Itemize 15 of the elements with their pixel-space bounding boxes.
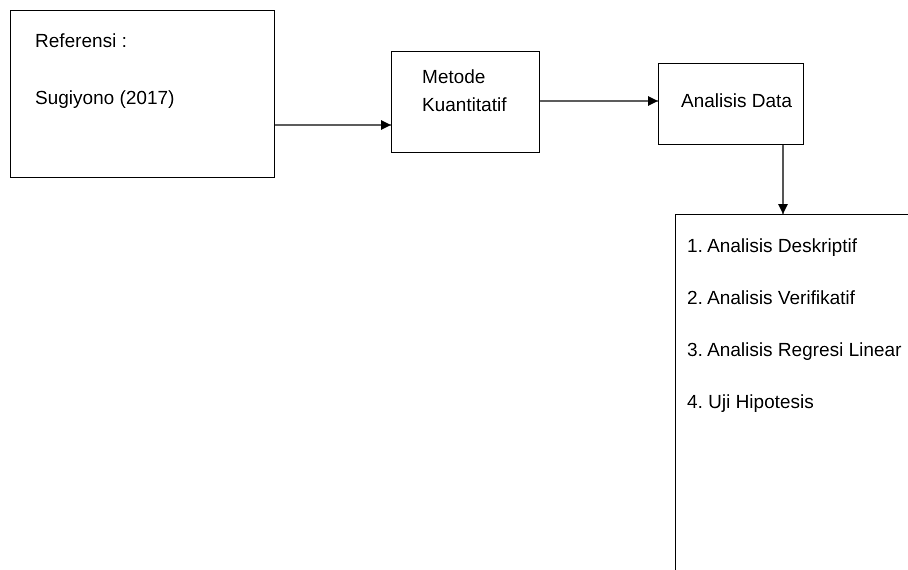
arrow [540, 96, 658, 106]
arrow [778, 145, 788, 214]
list-item: 1. Analisis Deskriptif [687, 235, 858, 259]
list-item: 2. Analisis Verifikatif [687, 287, 856, 311]
box-label: Analisis Data [681, 90, 793, 114]
box-heading: Referensi : [35, 30, 128, 54]
list-item: 3. Analisis Regresi Linear [687, 339, 902, 363]
box-label: Metode Kuantitatif [422, 66, 508, 118]
process-box [391, 51, 540, 153]
process-box [10, 10, 275, 178]
list-item: 4. Uji Hipotesis [687, 391, 815, 415]
list-box [675, 214, 908, 570]
process-box [658, 63, 804, 145]
arrow [275, 120, 391, 130]
box-label: Sugiyono (2017) [35, 87, 176, 111]
